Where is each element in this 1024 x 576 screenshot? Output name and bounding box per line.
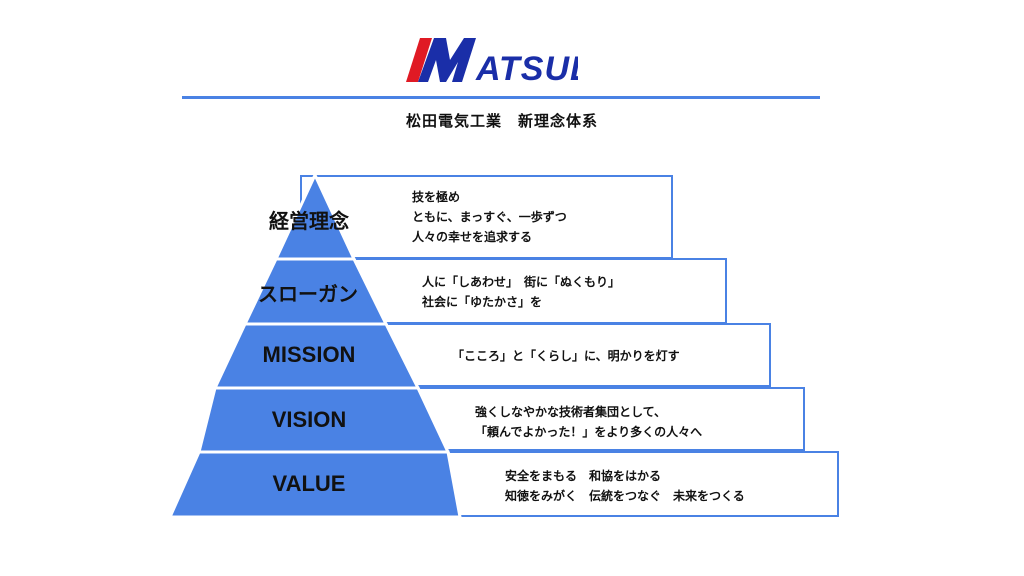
tier-text-mission: 「こころ」と「くらし」に、明かりを灯す [452,349,680,363]
tier-box-slogan: 人に「しあわせ」 街に「ぬくもり」 社会に「ゆたかさ」を [340,258,727,324]
tier-box-mission: 「こころ」と「くらし」に、明かりを灯す [360,323,771,387]
tier-text-vision: 強くしなやかな技術者集団として、 「頼んでよかった！」をより多くの人々へ [475,405,703,439]
tier-label-mission: MISSION [262,342,356,367]
tier-label-vision: VISION [271,407,347,432]
tier-label-philosophy: 経営理念 [269,209,349,233]
tier-label-value: VALUE [272,471,346,496]
header-divider [182,96,820,99]
matsuda-logo: ATSUDA [406,38,578,88]
tier-label-slogan: スローガン [258,282,358,306]
svg-text:ATSUDA: ATSUDA [475,50,578,88]
tier-text-slogan: 人に「しあわせ」 街に「ぬくもり」 社会に「ゆたかさ」を [422,275,621,309]
pyramid-tier-value [167,450,462,519]
tier-box-vision: 強くしなやかな技術者集団として、 「頼んでよかった！」をより多くの人々へ [400,387,805,451]
page-title: 松田電気工業 新理念体系 [405,112,598,130]
tier-box-value: 安全をまもる 和協をはかる 知徳をみがく 伝統をつなぐ 未来をつくる [430,451,839,517]
tier-text-value: 安全をまもる 和協をはかる 知徳をみがく 伝統をつなぐ 未来をつくる [505,469,745,503]
tier-text-philosophy: 技を極め ともに、まっすぐ、一歩ずつ 人々の幸せを追求する [412,190,567,244]
